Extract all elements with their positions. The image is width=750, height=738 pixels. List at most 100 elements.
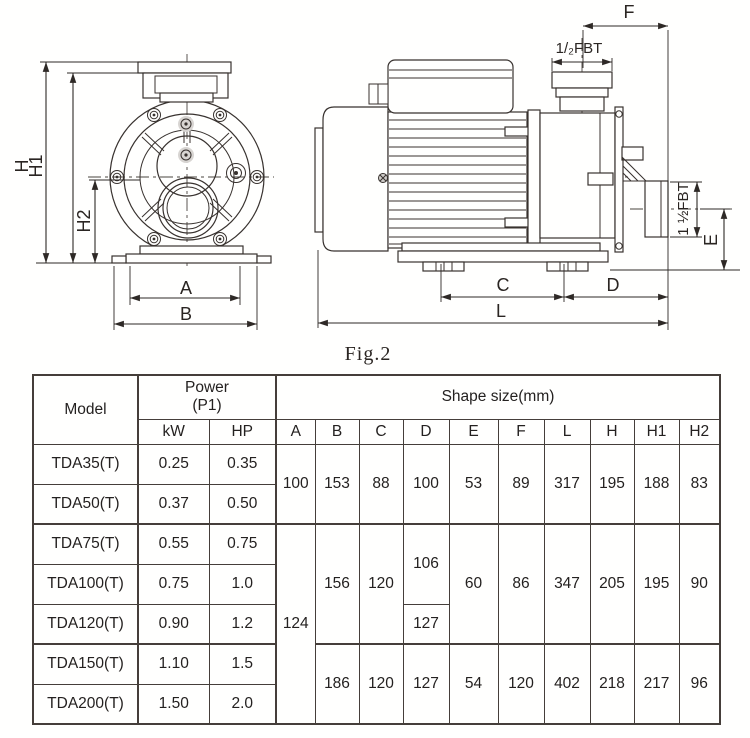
figure-2-drawing: H H1 H2 A B — [12, 2, 740, 330]
shape-f-cell: 86 — [497, 523, 545, 645]
center-stud-bolts — [178, 116, 246, 183]
header-kw: kW — [137, 418, 210, 445]
kw-cell: 1.50 — [137, 683, 210, 725]
shape-d-cell: 100 — [402, 443, 450, 525]
table-row: TDA50(T) 0.37 0.50 — [32, 483, 720, 525]
front-view-dimensions: H H1 H2 A B — [12, 61, 258, 330]
pump-head — [527, 106, 624, 253]
shape-d-cell: 106 — [402, 523, 450, 605]
model-cell: TDA200(T) — [32, 683, 139, 725]
shape-e-cell: 54 — [448, 643, 499, 725]
side-view-dimensions: F 1/₂FBT 1 ½FBT E C D L — [317, 2, 740, 330]
motor-body — [387, 111, 528, 249]
dim-label-side-port: 1 ½FBT — [675, 182, 692, 235]
header-shape-size: Shape size(mm) — [275, 374, 721, 420]
motor-fins — [389, 119, 526, 245]
header-hp: HP — [208, 418, 277, 445]
suction-port-rings — [157, 177, 219, 239]
model-cell: TDA150(T) — [32, 643, 139, 685]
model-cell: TDA75(T) — [32, 523, 139, 565]
header-model: Model — [32, 374, 139, 445]
shape-h-cell: 205 — [589, 523, 635, 645]
pump-base-front — [111, 245, 272, 264]
shape-h2-cell: 90 — [678, 523, 721, 645]
shape-b-cell: 156 — [314, 523, 360, 645]
shape-d-cell: 127 — [402, 643, 450, 725]
kw-cell: 0.90 — [137, 603, 210, 645]
header-dim-h: H — [589, 418, 635, 445]
shape-l-cell: 402 — [543, 643, 591, 725]
shape-l-cell: 347 — [543, 523, 591, 645]
dim-label-b: B — [180, 304, 192, 324]
shape-h1-cell: 217 — [633, 643, 680, 725]
header-dim-c: C — [358, 418, 404, 445]
shape-h1-cell: 188 — [633, 443, 680, 525]
dim-label-f: F — [624, 2, 635, 22]
drain-plug-icon — [378, 173, 388, 183]
table-row: TDA100(T) 0.75 1.0 — [32, 563, 720, 605]
shape-l-cell: 317 — [543, 443, 591, 525]
shape-a-cell: 100 — [275, 443, 316, 525]
header-power: Power (P1) — [137, 374, 277, 420]
table-row: TDA35(T) 0.25 0.35 100 153 88 100 53 89 … — [32, 443, 721, 525]
shape-c-cell: 120 — [358, 643, 404, 725]
shape-f-cell: 89 — [497, 443, 545, 525]
dim-label-e: E — [701, 234, 721, 246]
hp-cell: 0.50 — [208, 483, 277, 525]
shape-e-cell: 60 — [448, 523, 499, 645]
header-dim-e: E — [448, 418, 499, 445]
shape-c-cell: 120 — [358, 523, 404, 645]
flange-bolts — [110, 108, 264, 246]
kw-cell: 0.25 — [137, 443, 210, 485]
shape-d-cell: 127 — [402, 603, 450, 645]
dim-label-a: A — [180, 278, 192, 298]
table-row: TDA75(T) 0.55 0.75 124 156 120 106 60 86… — [32, 523, 721, 725]
hp-cell: 2.0 — [208, 683, 277, 725]
header-power-line2: (P1) — [192, 397, 222, 415]
model-cell: TDA120(T) — [32, 603, 139, 645]
tie-rod-bottom — [504, 217, 530, 228]
table-row: TDA200(T) 1.50 2.0 — [32, 683, 720, 725]
shape-f-cell: 120 — [497, 643, 545, 725]
tie-rod-top — [504, 126, 530, 137]
model-cell: TDA100(T) — [32, 563, 139, 605]
spec-table: Model Power (P1) Shape size(mm) kW HP A … — [32, 374, 721, 725]
header-dim-h2: H2 — [678, 418, 721, 445]
hp-cell: 1.5 — [208, 643, 277, 685]
header-dim-l: L — [543, 418, 591, 445]
hp-cell: 0.75 — [208, 523, 277, 565]
header-dim-h1: H1 — [633, 418, 680, 445]
pump-base-side — [397, 242, 609, 272]
shape-h2-cell: 83 — [678, 443, 721, 525]
discharge-port — [551, 71, 613, 112]
pump-side-view — [314, 38, 732, 272]
dim-label-h1: H1 — [26, 154, 46, 177]
kw-cell: 0.55 — [137, 523, 210, 565]
header-power-line1: Power — [185, 379, 229, 397]
shape-h1-cell: 195 — [633, 523, 680, 645]
dim-label-l: L — [496, 301, 506, 321]
hub-circle — [156, 135, 218, 197]
terminal-box-side — [368, 59, 514, 114]
model-cell: TDA50(T) — [32, 483, 139, 525]
header-dim-f: F — [497, 418, 545, 445]
pump-front-view — [88, 54, 274, 270]
header-dim-a: A — [275, 418, 316, 445]
dim-label-h2: H2 — [74, 209, 94, 232]
kw-cell: 0.75 — [137, 563, 210, 605]
hp-cell: 1.0 — [208, 563, 277, 605]
shape-b-cell: 153 — [314, 443, 360, 525]
shape-h-cell: 218 — [589, 643, 635, 725]
shape-e-cell: 53 — [448, 443, 499, 525]
shape-c-cell: 88 — [358, 443, 404, 525]
kw-cell: 0.37 — [137, 483, 210, 525]
dim-label-h: H — [12, 160, 32, 173]
shape-b-cell: 186 — [314, 643, 360, 725]
table-row: TDA120(T) 0.90 1.2 127 — [32, 603, 720, 645]
dim-label-top-port: 1/₂FBT — [556, 40, 603, 57]
dim-label-c: C — [497, 275, 510, 295]
header-dim-d: D — [402, 418, 450, 445]
rear-ring — [314, 127, 324, 233]
kw-cell: 1.10 — [137, 643, 210, 685]
